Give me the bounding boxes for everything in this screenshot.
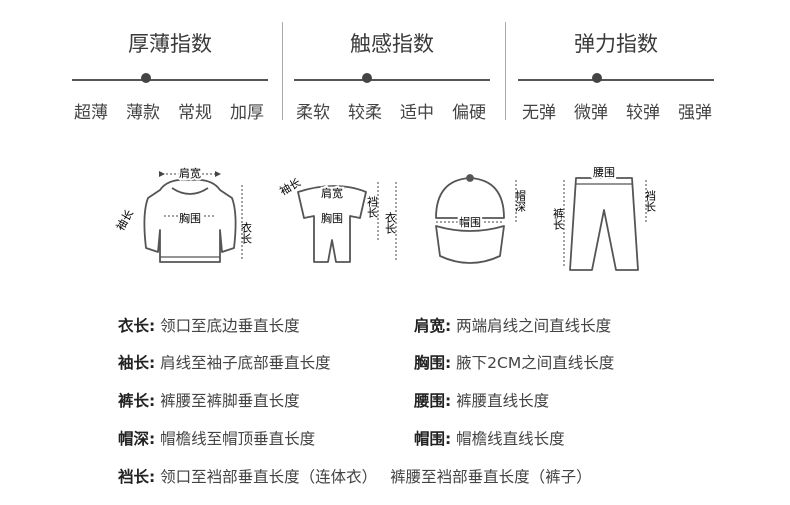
- elasticity-option: 微弹: [574, 103, 608, 123]
- definition-term: 裤长:: [118, 392, 156, 410]
- definition-text: 裤腰直线长度: [456, 392, 550, 410]
- romper-shoulder-label: 肩宽: [321, 186, 343, 200]
- thickness-marker: [141, 73, 151, 83]
- pants-crotch-label: 裆长: [644, 190, 657, 212]
- definition-term: 帽围:: [414, 430, 452, 448]
- touch-option: 较柔: [348, 103, 382, 123]
- definition-chest: 胸围: 腋下2CM之间直线长度: [414, 351, 614, 373]
- cap-circ-label: 帽围: [459, 216, 481, 229]
- pants-icon: [569, 177, 639, 271]
- definition-cap-circ: 帽围: 帽檐线直线长度: [414, 427, 565, 449]
- definition-text: 领口至裆部垂直长度（连体衣）: [160, 468, 378, 486]
- touch-marker: [362, 73, 372, 83]
- definition-waist: 腰围: 裤腰直线长度: [414, 389, 549, 411]
- definition-term: 袖长:: [118, 354, 156, 372]
- definition-cap-depth: 帽深: 帽檐线至帽顶垂直长度: [118, 427, 315, 449]
- definition-text: 肩线至袖子底部垂直长度: [160, 354, 331, 372]
- definition-term: 衣长:: [118, 317, 156, 335]
- definition-text: 领口至底边垂直长度: [160, 317, 300, 335]
- definition-sleeve: 袖长: 肩线至袖子底部垂直长度: [118, 351, 331, 373]
- pants-length-label: 裤长: [552, 207, 565, 230]
- elasticity-option: 强弹: [678, 103, 712, 123]
- definition-text: 帽檐线至帽顶垂直长度: [160, 430, 316, 448]
- thickness-option: 常规: [178, 103, 212, 123]
- elasticity-option: 较弹: [626, 103, 660, 123]
- thickness-option: 超薄: [74, 103, 108, 123]
- definition-term: 胸围:: [414, 354, 452, 372]
- touch-index-title: 触感指数: [350, 32, 434, 56]
- pants-waist-label: 腰围: [593, 166, 615, 179]
- elasticity-index-title: 弹力指数: [574, 32, 658, 56]
- romper-icon: [297, 185, 367, 263]
- cap-icon: [435, 174, 505, 264]
- divider: [505, 22, 506, 120]
- definition-crotch: 裆长: 领口至裆部垂直长度（连体衣） 裤腰至裆部垂直长度（裤子）: [118, 465, 592, 487]
- cap-depth-label: 帽深: [514, 190, 527, 212]
- touch-option: 适中: [400, 103, 434, 123]
- elasticity-option: 无弹: [522, 103, 556, 123]
- definition-text: 两端肩线之间直线长度: [456, 317, 612, 335]
- definition-term: 裆长:: [118, 468, 156, 486]
- hoodie-sleeve-label: 袖长: [113, 207, 136, 233]
- thickness-option: 薄款: [126, 103, 160, 123]
- measurement-diagrams: 肩宽 胸围 袖长 衣长 袖长 肩宽 胸围 裆长 衣长 帽围 帽深 腰围 裤长 裆…: [113, 164, 657, 271]
- romper-length-label: 衣长: [384, 211, 397, 234]
- hoodie-length-label: 衣长: [240, 221, 253, 244]
- definition-shoulder: 肩宽: 两端肩线之间直线长度: [414, 314, 611, 336]
- touch-scale-line: [294, 79, 490, 81]
- definition-text: 腋下2CM之间直线长度: [456, 354, 615, 372]
- definition-pants-length: 裤长: 裤腰至裤脚垂直长度: [118, 389, 300, 411]
- definition-term: 帽深:: [118, 430, 156, 448]
- touch-option: 偏硬: [452, 103, 486, 123]
- definition-text-secondary: 裤腰至裆部垂直长度（裤子）: [390, 468, 592, 486]
- definition-length: 衣长: 领口至底边垂直长度: [118, 314, 300, 336]
- elasticity-marker: [592, 73, 602, 83]
- romper-crotch-label: 裆长: [366, 196, 379, 218]
- divider: [282, 22, 283, 120]
- elasticity-scale-line: [518, 79, 714, 81]
- touch-option: 柔软: [296, 103, 330, 123]
- hoodie-icon: [143, 178, 237, 263]
- definition-text: 帽檐线直线长度: [456, 430, 565, 448]
- romper-chest-label: 胸围: [321, 211, 343, 225]
- definition-text: 裤腰至裤脚垂直长度: [160, 392, 300, 410]
- thickness-index-title: 厚薄指数: [128, 32, 212, 56]
- definition-term: 肩宽:: [414, 317, 452, 335]
- hoodie-shoulder-label: 肩宽: [179, 166, 201, 180]
- thickness-option: 加厚: [230, 103, 264, 123]
- thickness-scale-line: [72, 79, 268, 81]
- definition-term: 腰围:: [414, 392, 452, 410]
- hoodie-chest-label: 胸围: [179, 211, 201, 225]
